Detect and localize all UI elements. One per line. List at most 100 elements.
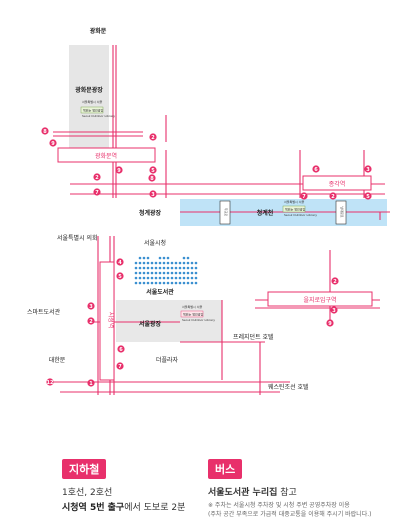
city-hall-label: 서울시청 (144, 239, 166, 247)
exit-7-marker: 7 (93, 188, 101, 196)
exit-5-marker: 5 (116, 272, 124, 280)
exit-12-marker: 12 (46, 378, 54, 386)
exit-3-marker: 3 (330, 306, 338, 314)
open-library-sign-cheonggye: 서울특별시 서울 책읽는 열린광장 Seoul Outdoor Library (282, 199, 317, 217)
subway-directions: 시청역 5번 출구에서 도보로 2분 (62, 503, 186, 513)
svg-text:서울특별시 서울: 서울특별시 서울 (284, 199, 305, 204)
area-map: 광화문역 종각역 을지로입구역 시청역 무교로 남대문로 서울특별시 서울 책읽… (27, 27, 390, 395)
smart-library-label: 스마트도서관 (27, 308, 61, 316)
svg-text:책읽는 열린광장: 책읽는 열린광장 (183, 312, 204, 317)
svg-text:서울특별시 서울: 서울특별시 서울 (82, 99, 103, 104)
daehanmun-label: 대한문 (49, 356, 66, 364)
svg-text:Seoul Outdoor Library: Seoul Outdoor Library (182, 318, 215, 322)
exit-6-marker: 6 (312, 165, 320, 173)
exit-3-marker: 3 (149, 190, 157, 198)
svg-text:7: 7 (118, 364, 122, 370)
exit-7-marker: 7 (300, 192, 308, 200)
seoul-plaza-label: 서울광장 (139, 320, 162, 328)
svg-text:서울특별시 서울: 서울특별시 서울 (182, 304, 203, 309)
svg-text:2: 2 (151, 135, 155, 141)
svg-text:8: 8 (150, 176, 154, 182)
euljiro-station-box (267, 291, 373, 307)
euljiro-station-label: 을지로입구역 (303, 296, 336, 304)
svg-text:12: 12 (47, 380, 54, 386)
svg-text:3: 3 (366, 167, 370, 173)
svg-text:6: 6 (119, 347, 123, 353)
exit-9-marker: 9 (49, 139, 57, 147)
westin-hotel-label: 웨스틴조선 호텔 (268, 383, 309, 391)
svg-text:5: 5 (366, 194, 370, 200)
svg-text:9: 9 (117, 168, 121, 174)
svg-text:3: 3 (89, 304, 93, 310)
exit-9-marker: 9 (326, 319, 334, 327)
svg-text:3: 3 (151, 192, 155, 198)
svg-text:5: 5 (151, 168, 155, 174)
open-library-sign-gwanghwamun: 서울특별시 서울 책읽는 열린광장 Seoul Outdoor Library (80, 99, 115, 118)
bus-badge: 버스 (208, 459, 243, 479)
bus-legend: 버스 서울도서관 누리집 참고 ※ 주차는 서울시청 주차장 및 시청 주변 공… (208, 458, 371, 519)
president-hotel-label: 프레지던트 호텔 (233, 333, 274, 341)
bus-info: 서울도서관 누리집 참고 (208, 488, 297, 498)
mugyo-road-label: 무교로 (224, 208, 228, 217)
exit-2-marker: 2 (93, 173, 101, 181)
exit-8-marker: 8 (148, 174, 156, 182)
open-library-sign-plaza: 서울특별시 서울 책읽는 열린광장 Seoul Outdoor Library (180, 304, 215, 322)
svg-text:8: 8 (43, 129, 47, 135)
exit-9-marker: 9 (115, 166, 123, 174)
svg-text:책읽는 열린광장: 책읽는 열린광장 (285, 207, 306, 212)
exit-3-marker: 3 (87, 302, 95, 310)
gwanghwamun-station-label: 광화문역 (95, 152, 117, 160)
exit-5-marker: 5 (364, 192, 372, 200)
svg-text:9: 9 (328, 321, 332, 327)
seoul-plaza-area (116, 300, 222, 342)
exit-2-marker: 2 (331, 277, 339, 285)
jonggak-station-label: 종각역 (329, 180, 346, 188)
council-label: 서울특별시 의회 (57, 234, 98, 242)
exit-8-marker: 8 (41, 127, 49, 135)
svg-text:Seoul Outdoor Library: Seoul Outdoor Library (284, 213, 317, 217)
exit-2-marker: 2 (329, 192, 337, 200)
exit-6-marker: 6 (117, 345, 125, 353)
svg-text:6: 6 (314, 167, 318, 173)
exit-2-marker: 2 (149, 133, 157, 141)
subway-legend: 지하철 1호선, 2호선 시청역 5번 출구에서 도보로 2분 (62, 458, 185, 513)
exit-7-marker: 7 (116, 362, 124, 370)
exit-3-marker: 3 (364, 165, 372, 173)
parking-note: ※ 주차는 서울시청 주차장 및 시청 주변 공영주차장 이용 (주차 공간 부… (208, 502, 372, 518)
plaza-hotel-label: 더플라자 (156, 356, 179, 364)
exit-2-marker: 2 (87, 317, 95, 325)
namdaemun-road-sign (335, 200, 347, 225)
jonggak-station-box (302, 175, 372, 191)
library-label: 서울도서관 (146, 288, 174, 296)
svg-text:5: 5 (118, 274, 122, 280)
city-hall-station-box (99, 261, 115, 381)
gwanghwamun-square-label: 광화문광장 (75, 86, 103, 94)
gwanghwamun-station-box (57, 147, 156, 163)
svg-text:7: 7 (95, 190, 99, 196)
subway-badge: 지하철 (62, 459, 107, 479)
svg-text:1: 1 (89, 381, 93, 387)
svg-text:3: 3 (332, 308, 336, 314)
seoul-library-building (134, 256, 198, 285)
exit-1-marker: 1 (87, 379, 95, 387)
cheonggyecheon-label: 청계천 (257, 209, 274, 217)
exit-4-marker: 4 (116, 258, 124, 266)
cheonggye-plaza-label: 청계광장 (139, 209, 162, 217)
svg-text:2: 2 (95, 175, 99, 181)
gwanghwamun-square-area (69, 45, 109, 150)
svg-text:4: 4 (118, 260, 122, 266)
exit-5-marker: 5 (149, 166, 157, 174)
svg-text:2: 2 (89, 319, 93, 325)
gwanghwamun-label: 광화문 (90, 27, 107, 35)
svg-text:Seoul Outdoor Library: Seoul Outdoor Library (82, 114, 115, 118)
svg-text:책읽는 열린광장: 책읽는 열린광장 (83, 108, 104, 113)
svg-text:2: 2 (333, 279, 337, 285)
city-hall-station-label: 시청역 (107, 312, 115, 329)
svg-text:2: 2 (331, 194, 335, 200)
subway-lines: 1호선, 2호선 (62, 488, 113, 498)
mugyo-road-sign (219, 200, 231, 225)
namdaemun-road-label: 남대문로 (340, 206, 345, 217)
svg-text:7: 7 (302, 194, 306, 200)
svg-text:9: 9 (51, 141, 55, 147)
